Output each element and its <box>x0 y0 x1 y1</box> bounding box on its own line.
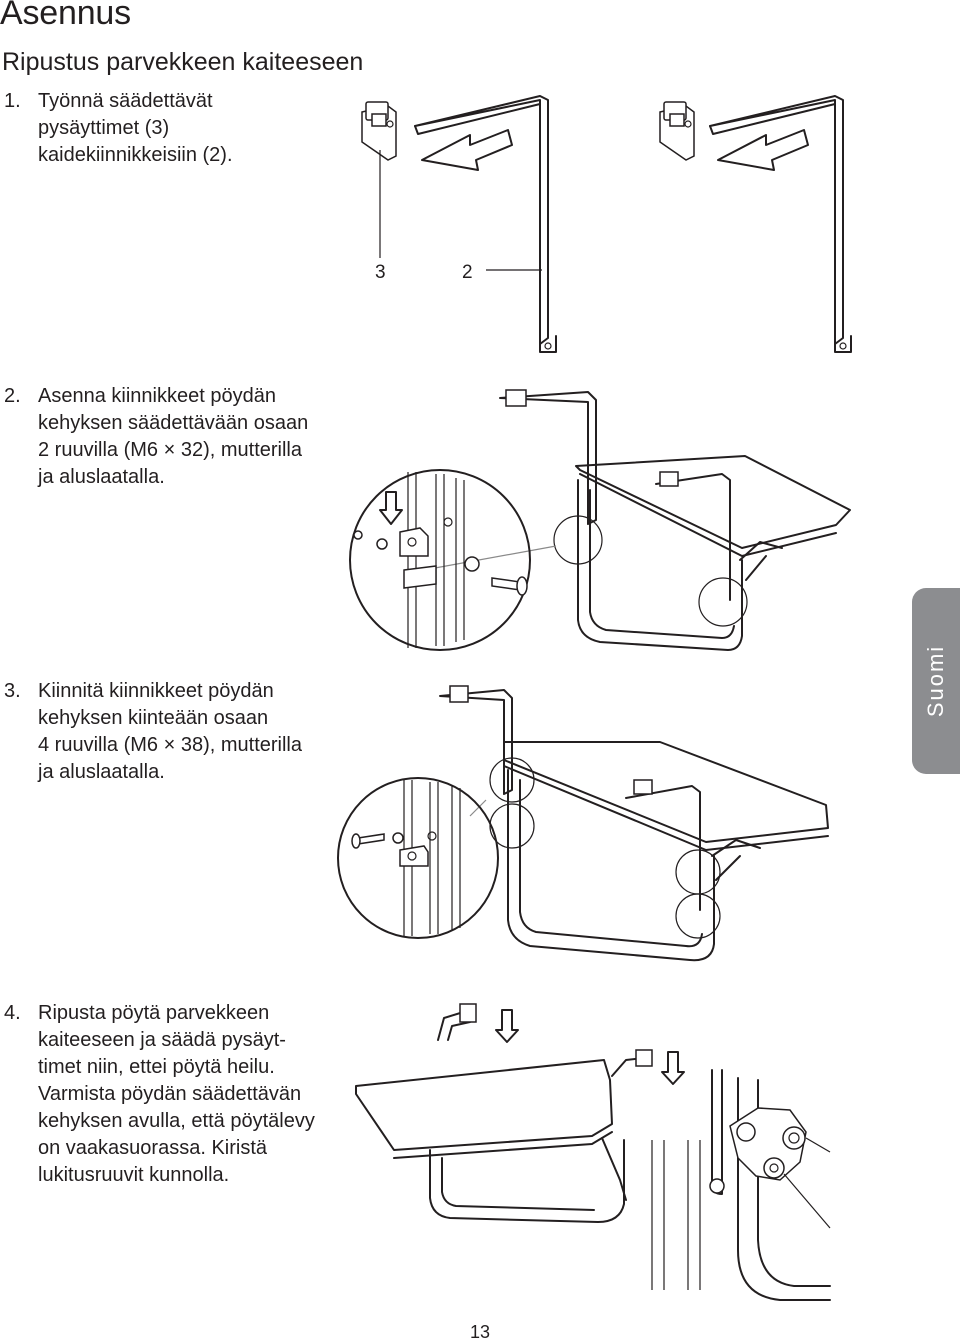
step-1-line-3: kaidekiinnikkeisiin (2). <box>38 144 233 166</box>
step-3-line-2: kehyksen kiinteään osaan <box>38 707 269 729</box>
rail-bracket-right <box>709 95 852 353</box>
step-4-line-6: on vaakasuorassa. Kiristä <box>38 1137 268 1159</box>
step-2-line-1: Asenna kiinnikkeet pöydän <box>38 385 276 407</box>
callout-3: 3 <box>375 150 386 283</box>
arrow-left-icon <box>421 129 513 171</box>
step-2-line-4: ja aluslaatalla. <box>38 466 165 488</box>
step-4-line-1: Ripusta pöytä parvekkeen <box>38 1002 270 1024</box>
step-4-line-7: lukitusruuvit kunnolla. <box>38 1164 230 1186</box>
step-1-number: 1. <box>4 90 21 112</box>
detail-zoom-stopper <box>651 1069 831 1301</box>
step-1-line-1: Työnnä säädettävät <box>38 90 213 112</box>
detail-marker-upper <box>553 515 603 565</box>
step-4-line-4: Varmista pöydän säädettävän <box>38 1083 302 1105</box>
detail-marker-lower <box>698 577 748 627</box>
language-side-tab-label: Suomi <box>923 644 948 718</box>
detail-marker-4 <box>675 893 721 939</box>
step-3-line-4: ja aluslaatalla. <box>38 761 165 783</box>
step-1-line-2: pysäyttimet (3) <box>38 117 170 139</box>
arrow-right-icon <box>717 129 809 171</box>
callout-2: 2 <box>462 262 542 283</box>
step-1: 1. Työnnä säädettävät pysäyttimet (3) ka… <box>4 88 344 169</box>
rail-bracket-left <box>414 95 557 353</box>
step-4: 4. Ripusta pöytä parvekkeen kaiteeseen j… <box>4 1000 344 1189</box>
table-hung-on-railing <box>355 1003 653 1223</box>
detail-marker-1 <box>489 757 535 803</box>
step-2: 2. Asenna kiinnikkeet pöydän kehyksen sä… <box>4 383 344 491</box>
stopper-left <box>361 101 397 161</box>
callout-2-label: 2 <box>462 262 473 283</box>
step-3: 3. Kiinnitä kiinnikkeet pöydän kehyksen … <box>4 678 344 786</box>
detail-circle-step-3 <box>337 777 499 939</box>
step-4-line-5: kehyksen avulla, että pöytälevy <box>38 1110 315 1132</box>
step-2-number: 2. <box>4 385 21 407</box>
page-heading: Asennus <box>0 0 131 32</box>
table-frame-fixed <box>439 685 829 962</box>
stopper-right <box>659 101 695 161</box>
callout-3-label: 3 <box>375 262 386 283</box>
detail-circle-step-2 <box>349 469 531 651</box>
step-3-line-3: 4 ruuvilla (M6 × 38), mutterilla <box>38 734 302 756</box>
step-3-number: 3. <box>4 680 21 702</box>
language-side-tab: Suomi <box>912 588 960 774</box>
page-number: 13 <box>469 1322 491 1342</box>
detail-marker-2 <box>489 803 535 849</box>
down-arrow-icon-left <box>495 1009 519 1043</box>
table-frame-adjustable <box>499 389 851 651</box>
step-3-line-1: Kiinnitä kiinnikkeet pöydän <box>38 680 274 702</box>
step-2-line-2: kehyksen säädettävään osaan <box>38 412 309 434</box>
step-4-line-2: kaiteeseen ja säädä pysäyt- <box>38 1029 286 1051</box>
down-arrow-icon-right <box>661 1051 685 1085</box>
step-2-line-3: 2 ruuvilla (M6 × 32), mutterilla <box>38 439 302 461</box>
section-subheading: Ripustus parvekkeen kaiteeseen <box>2 48 364 76</box>
step-4-line-3: timet niin, ettei pöytä heilu. <box>38 1056 275 1078</box>
step-4-number: 4. <box>4 1002 21 1024</box>
